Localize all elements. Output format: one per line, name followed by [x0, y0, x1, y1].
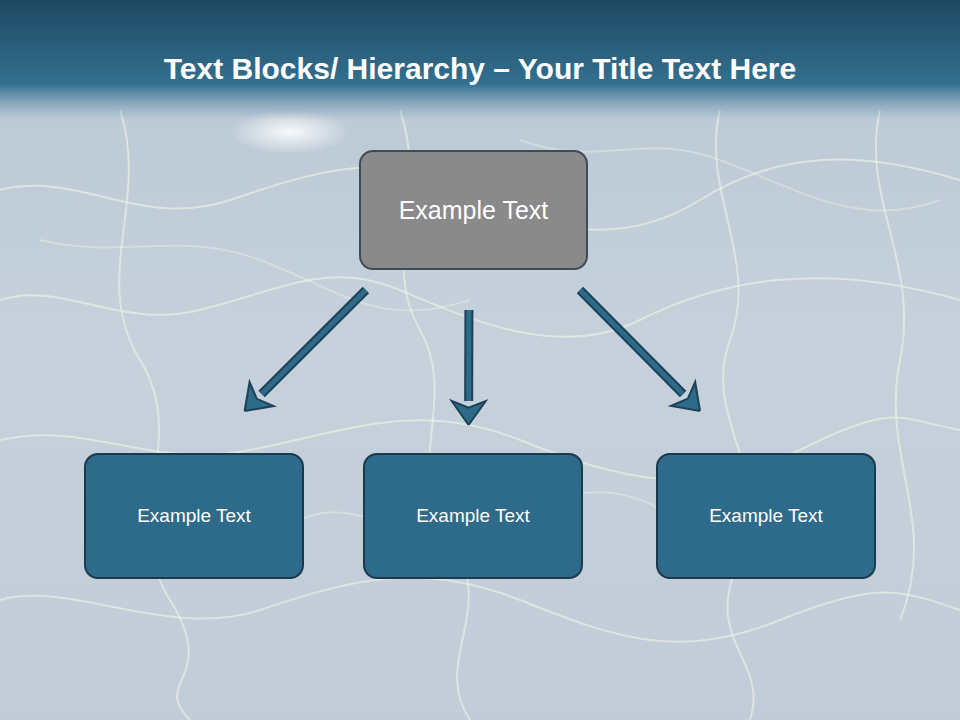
arrow-shaft-outline	[464, 310, 473, 401]
arrow-shaft	[466, 310, 471, 401]
child-box: Example Text	[84, 453, 304, 579]
block-arrow	[245, 290, 366, 411]
arrow-head	[452, 401, 486, 425]
arrow-shaft	[262, 290, 366, 394]
arrow-shaft	[580, 290, 683, 394]
caustic-lines	[0, 110, 960, 720]
node-label: Example Text	[399, 196, 549, 225]
child-box: Example Text	[656, 453, 876, 579]
arrow-shaft-outline	[262, 290, 366, 394]
arrow-shaft-outline	[580, 290, 683, 394]
block-arrow	[452, 310, 486, 425]
parent-box: Example Text	[359, 150, 588, 270]
node-label: Example Text	[709, 505, 823, 527]
arrow-head	[245, 382, 274, 411]
node-label: Example Text	[416, 505, 530, 527]
arrow-head	[671, 382, 700, 411]
node-label: Example Text	[137, 505, 251, 527]
child-box: Example Text	[363, 453, 583, 579]
block-arrow	[580, 290, 700, 411]
slide-title: Text Blocks/ Hierarchy – Your Title Text…	[0, 52, 960, 86]
title-band	[0, 0, 960, 120]
